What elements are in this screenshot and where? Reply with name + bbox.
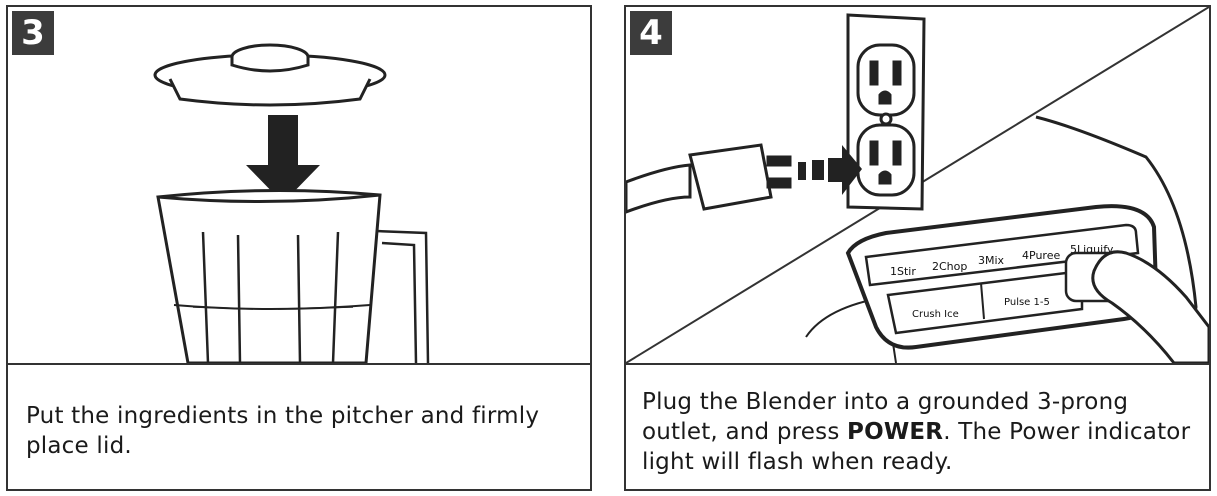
power-plug-graphic — [626, 143, 792, 214]
mix-button-label[interactable]: 3Mix — [978, 254, 1005, 267]
outlet-and-control-panel-illustration: 1Stir 2Chop 3Mix 4Puree 5Liquify Crush I… — [626, 7, 1209, 363]
power-keyword: POWER — [847, 419, 944, 445]
wall-outlet-graphic — [846, 13, 926, 211]
down-arrow-icon — [246, 115, 320, 203]
step-4-caption: Plug the Blender into a grounded 3-prong… — [626, 365, 1209, 489]
stir-button-label[interactable]: 1Stir — [890, 265, 916, 278]
chop-button-label[interactable]: 2Chop — [932, 260, 967, 273]
pulse-button-label[interactable]: Pulse 1-5 — [1004, 297, 1050, 308]
step-3-caption-text: Put the ingredients in the pitcher and f… — [26, 403, 540, 459]
right-arrow-icon — [798, 145, 862, 195]
step-4-caption-text-start: Plug the Blender into a grounded 3-prong… — [642, 389, 1129, 445]
crush-ice-button-label[interactable]: Crush Ice — [912, 309, 959, 320]
step-3-caption: Put the ingredients in the pitcher and f… — [8, 365, 590, 489]
control-panel-graphic: 1Stir 2Chop 3Mix 4Puree 5Liquify Crush I… — [845, 204, 1159, 350]
step-4-caption-text-end: . The Power indicator light will flash w… — [642, 419, 1191, 475]
puree-button-label[interactable]: 4Puree — [1022, 249, 1060, 262]
pressing-finger-graphic — [1091, 250, 1209, 363]
step-number-badge: 4 — [630, 11, 672, 55]
step-4-panel: 1Stir 2Chop 3Mix 4Puree 5Liquify Crush I… — [624, 5, 1211, 491]
step-number-badge: 3 — [12, 11, 54, 55]
pitcher-graphic — [156, 188, 430, 363]
pitcher-illustration — [153, 43, 430, 363]
step-4-illustration: 1Stir 2Chop 3Mix 4Puree 5Liquify Crush I… — [626, 7, 1209, 365]
lid-graphic — [153, 43, 387, 107]
step-3-panel: 3 Put the ingredients in the pitcher and… — [6, 5, 592, 491]
step-3-illustration: 3 — [8, 7, 590, 365]
